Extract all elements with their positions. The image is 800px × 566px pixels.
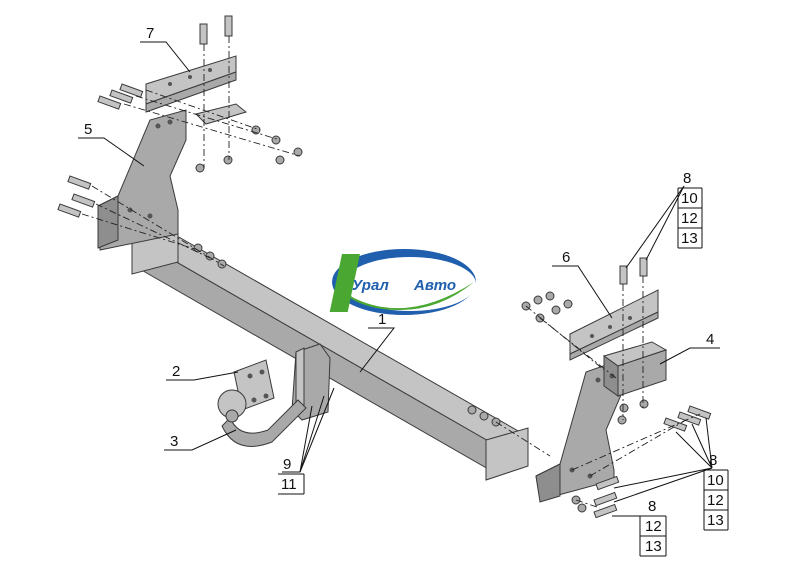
logo-h-mark [329,254,361,312]
left-fasteners [57,15,303,269]
callout-10-top: 10 [681,190,698,207]
callout-8-bottom: 8 [648,498,656,515]
logo-text-right: Авто [413,277,456,294]
callout-1: 1 [378,311,386,328]
callout-13-top: 13 [681,230,698,247]
callout-8-top: 8 [683,170,691,187]
uralavto-logo: Урал Авто [329,249,476,315]
crossbar-part-1 [131,225,529,481]
logo-text-left: Урал [352,277,389,294]
right-bracket-part-4 [535,341,668,503]
callout-stack-mid-right: 8 10 12 13 [703,452,729,531]
callout-stack-bottom-right: 8 12 13 [639,498,667,557]
callout-stack-bottom-center: 9 11 [278,456,305,495]
callout-9: 9 [283,456,291,473]
callout-5: 5 [84,121,92,138]
callout-12-bottom: 12 [645,518,662,535]
callout-stack-top-right: 8 10 12 13 [677,170,703,249]
right-fasteners [467,257,712,519]
towball-assembly [217,343,331,447]
leader-lines [78,41,720,517]
left-bracket-part-5 [97,109,187,251]
callout-13-bottom: 13 [645,538,662,555]
callout-3: 3 [170,433,178,450]
callout-12-top: 12 [681,210,698,227]
callout-4: 4 [706,331,714,348]
callout-10-mid: 10 [707,472,724,489]
right-plate-part-6 [569,289,659,361]
top-plate-part-7 [145,55,248,125]
callout-13-mid: 13 [707,512,724,529]
assembly-lines-right [495,276,701,509]
callout-8-mid: 8 [709,452,717,469]
callout-7: 7 [146,25,154,42]
callout-labels: 7 5 1 2 3 6 4 [84,25,714,450]
callout-2: 2 [172,363,180,380]
callout-12-mid: 12 [707,492,724,509]
callout-11: 11 [281,476,297,493]
callout-6: 6 [562,249,570,266]
assembly-lines-left [81,36,301,267]
